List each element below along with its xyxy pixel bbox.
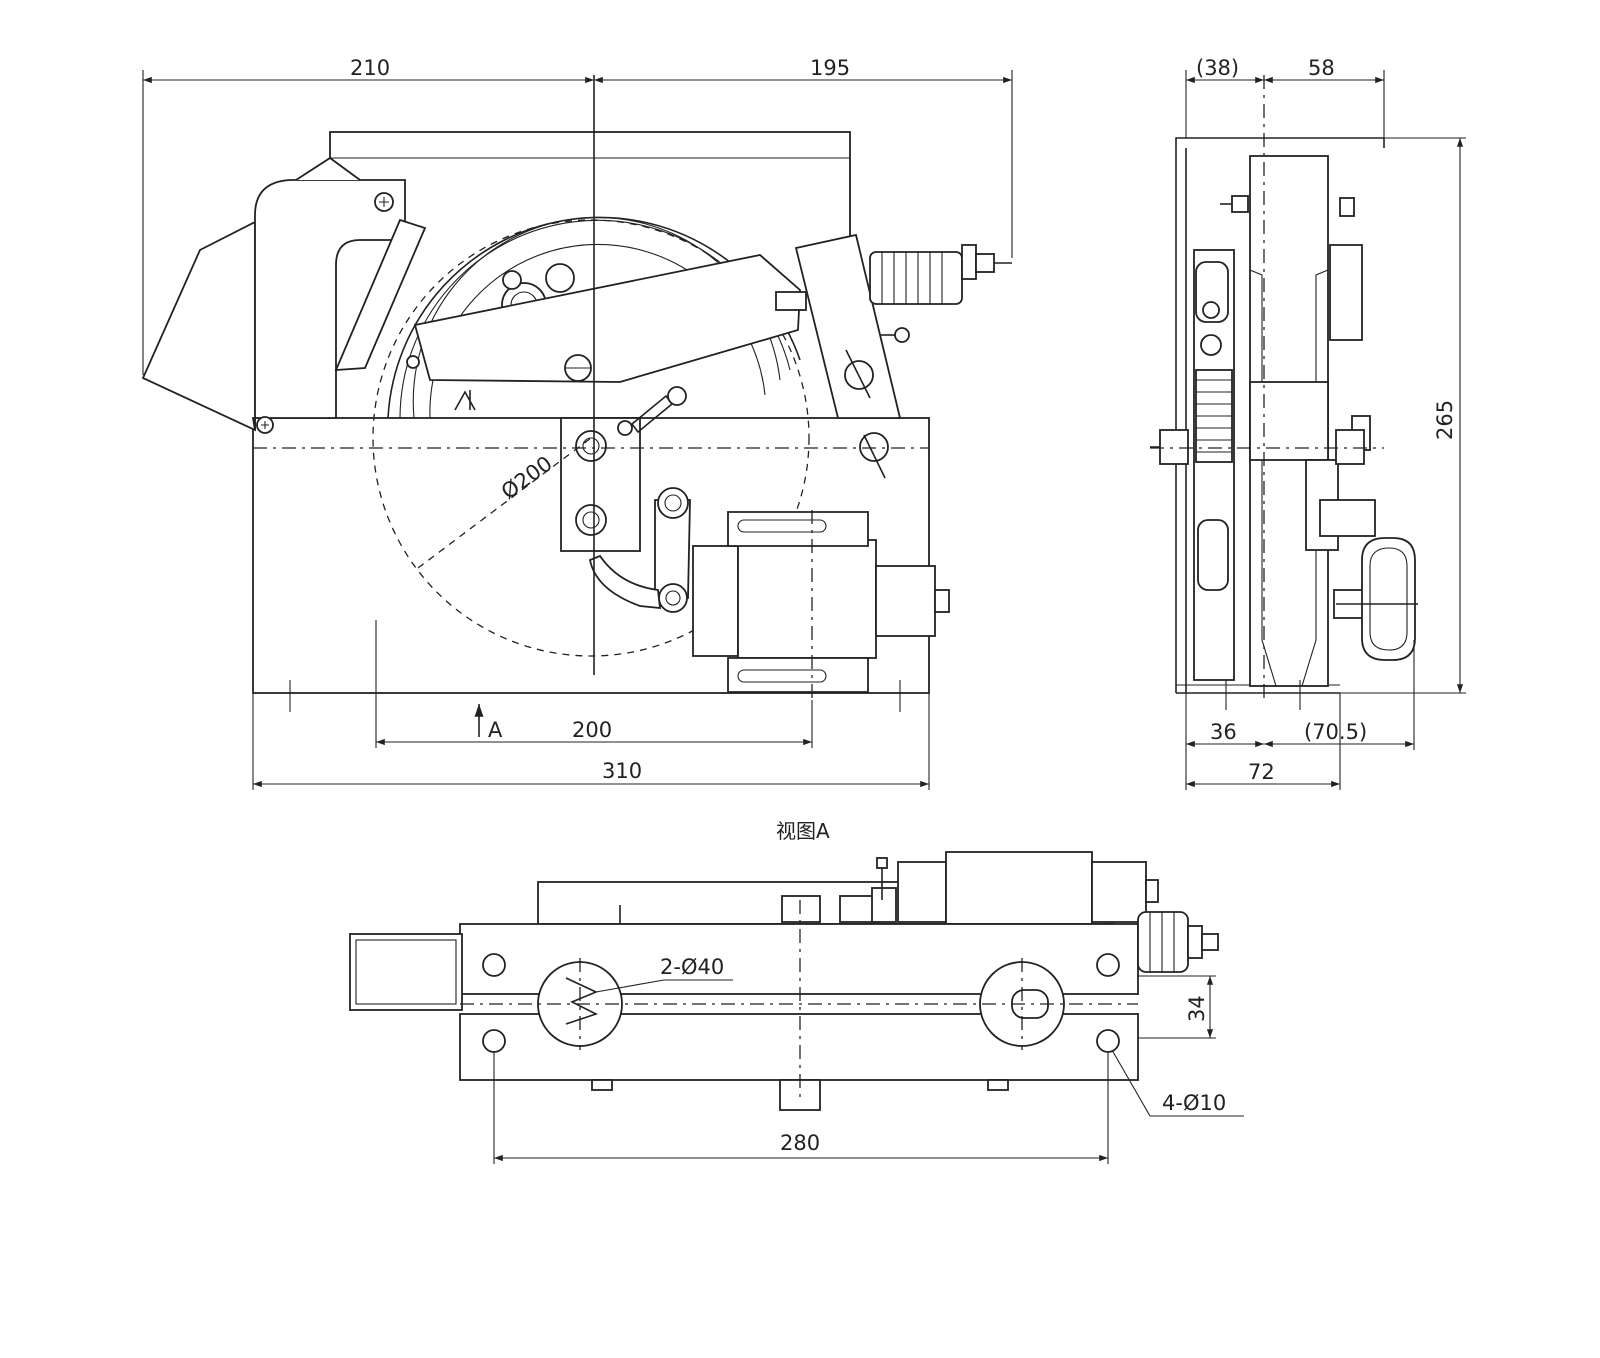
link-arm (588, 487, 691, 613)
dim-hole-spacing: 200 (572, 718, 612, 742)
dim-right-width: 195 (810, 56, 850, 80)
view-a: 视图A (349, 819, 1244, 1164)
dim-top-right: 58 (1308, 56, 1335, 80)
spring-assembly (775, 233, 1012, 479)
view-marker: A (488, 718, 503, 742)
dim-mount-holes: 4-Ø10 (1162, 1091, 1226, 1115)
dim-bottom-left: 36 (1210, 720, 1237, 744)
dim-top-left: (38) (1196, 56, 1239, 80)
dim-left-width: 210 (350, 56, 390, 80)
mount-hole-2 (1096, 953, 1120, 977)
mount-hole-4 (1096, 1029, 1120, 1053)
mount-hole-1 (482, 953, 506, 977)
bolt-bracket (560, 386, 687, 552)
dim-offset: 34 (1185, 995, 1209, 1022)
side-components (1305, 197, 1418, 661)
dim-bottom-total: 72 (1248, 760, 1275, 784)
mount-hole-3 (482, 1029, 506, 1053)
side-spring-stack (1193, 249, 1235, 681)
dim-large-holes: 2-Ø40 (660, 955, 724, 979)
side-view: (38) 58 265 36 (70.5) 72 (1150, 56, 1466, 790)
dim-hole-spacing-280: 280 (780, 1131, 820, 1155)
view-a-title: 视图A (776, 819, 830, 843)
view-a-spring (1137, 911, 1219, 973)
front-view: Ø200 210 195 200 310 A (141, 56, 1013, 790)
dim-bottom-right: (70.5) (1304, 720, 1367, 744)
view-a-top-components (537, 851, 1159, 925)
electromagnet (692, 511, 950, 693)
dim-height: 265 (1433, 400, 1457, 440)
dim-base-width: 310 (602, 759, 642, 783)
left-cam-housing (141, 156, 427, 434)
brake-lever (406, 254, 801, 383)
compression-spring (869, 244, 1012, 305)
